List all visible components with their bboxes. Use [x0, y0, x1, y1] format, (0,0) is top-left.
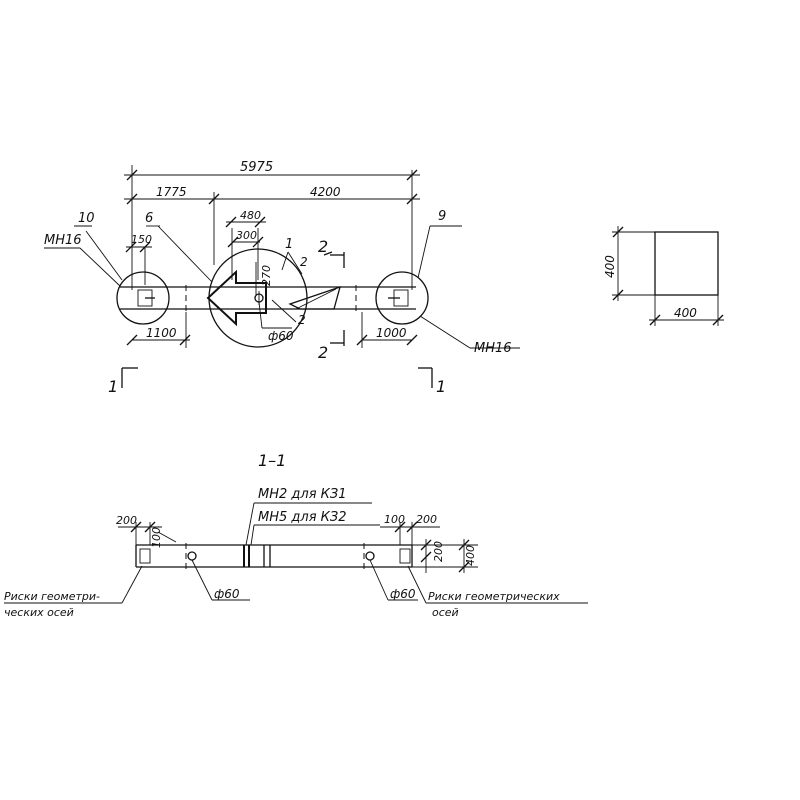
pos-6-label: 6	[145, 211, 153, 226]
dim-total-label: 5975	[240, 160, 273, 175]
phi60-label: ф60	[268, 329, 294, 343]
dim-right-label: 4200	[310, 185, 341, 199]
mh2-label: МН2 для КЗ1	[258, 487, 346, 502]
cut-1-right-label: 1	[436, 377, 446, 396]
pos-1-label: 1	[285, 237, 293, 252]
note-right-line2: осей	[432, 606, 459, 619]
dim-split: 1775 4200	[124, 185, 420, 265]
callout-left-end: 10 МН16	[44, 211, 170, 325]
dim-total: 5975	[124, 160, 420, 290]
mh16-left-label: МН16	[44, 233, 82, 248]
mh5-label: МН5 для КЗ2	[258, 510, 346, 525]
mh16-right-label: МН16	[474, 341, 512, 356]
phi60-right: ф60	[390, 587, 416, 601]
note-left-line1: Риски геометри-	[4, 590, 100, 603]
dim-150-label: 150	[131, 233, 152, 246]
cross-height-label: 400	[603, 255, 617, 278]
cut-1-left-label: 1	[108, 377, 118, 396]
section-mark-2: 2 2	[318, 237, 345, 362]
section-mark-1: 1 1	[108, 367, 446, 396]
dim-100-left: 100	[150, 527, 163, 548]
dim-100-right: 100	[384, 513, 405, 526]
note-left-line2: ческих осей	[4, 606, 74, 619]
callout-right-end: 9 МН16	[375, 209, 520, 356]
dim-300-label: 300	[236, 229, 257, 242]
dim-200-vert: 200	[432, 541, 445, 562]
dim-150: 150	[125, 233, 152, 285]
section-title: 1–1	[258, 451, 286, 470]
dim-200-left: 200	[116, 514, 137, 527]
plan-view: 5975 1775 4200 480 300	[44, 160, 520, 396]
pos-2b-label: 2	[298, 313, 306, 327]
section-1-1: 1–1 МН2 для КЗ1 МН5 для КЗ2 200 100	[4, 451, 588, 619]
dim-opening: 480 300	[225, 209, 266, 280]
callout-1-2: 1 2 2 ф60	[258, 237, 308, 343]
dim-270: 270	[255, 262, 273, 296]
pos-9-label: 9	[438, 209, 446, 224]
dim-1000-label: 1000	[376, 326, 407, 340]
dim-480-label: 480	[240, 209, 261, 222]
note-right-line1: Риски геометрических	[428, 590, 560, 603]
callout-6: 6	[145, 211, 308, 348]
dim-270-label: 270	[260, 265, 273, 286]
dim-200-right: 200	[416, 513, 437, 526]
beam-plan	[120, 269, 416, 327]
pos-2a-label: 2	[300, 255, 308, 269]
dim-ends: 1100 1000	[126, 312, 418, 348]
cut-2-top-label: 2	[318, 237, 328, 256]
dim-left-label: 1775	[156, 185, 187, 199]
cross-width-label: 400	[674, 306, 697, 320]
cut-2-bottom-label: 2	[318, 343, 328, 362]
dim-1100-label: 1100	[146, 326, 177, 340]
pos-10-label: 10	[78, 211, 95, 226]
phi60-left: ф60	[214, 587, 240, 601]
cross-section: 400 400	[603, 226, 724, 326]
dim-400-vert: 400	[464, 545, 477, 566]
